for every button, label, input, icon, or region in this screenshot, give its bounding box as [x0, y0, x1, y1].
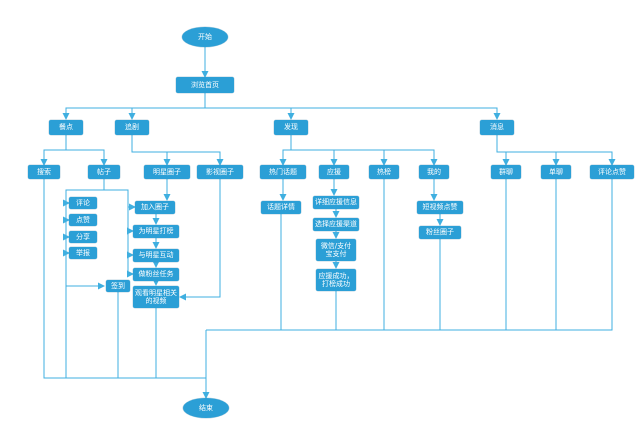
- node-posts: 帖子: [88, 165, 120, 179]
- node-group-chat: 群聊: [491, 165, 521, 179]
- node-comment: 评论: [69, 197, 97, 209]
- node-join-circle: 加入圈子: [135, 200, 175, 214]
- node-pay: 微信/支付宝支付: [316, 239, 356, 261]
- node-tab-zhuiju: 追剧: [115, 119, 149, 135]
- node-film-circle: 影视圈子: [197, 165, 243, 179]
- node-watch-video: 观看明星相关的视频: [133, 286, 179, 308]
- node-vote-star: 为明星打榜: [133, 224, 179, 238]
- connector-line: [279, 134, 292, 166]
- node-end: 结束: [183, 398, 229, 418]
- connector-line: [497, 151, 616, 166]
- node-start: 开始: [182, 27, 228, 47]
- node-single-chat: 单聊: [541, 165, 571, 179]
- node-search: 搜索: [28, 165, 60, 179]
- node-fan-circle: 粉丝圈子: [419, 225, 461, 239]
- node-star-circle: 明星圈子: [144, 165, 190, 179]
- node-support-info: 详细应援信息: [313, 195, 359, 209]
- node-hot-list: 热榜: [369, 165, 399, 179]
- connector-line: [291, 149, 438, 166]
- node-fan-task: 做粉丝任务: [133, 267, 179, 281]
- node-support-success: 应援成功，打榜成功: [316, 269, 356, 291]
- node-hot-topic: 热门话题: [260, 165, 306, 179]
- node-browse-home: 浏览首页: [176, 77, 234, 93]
- node-tab-candian: 餐点: [49, 119, 83, 135]
- connector-line: [43, 179, 206, 379]
- node-mine: 我的: [419, 165, 449, 179]
- connector-line: [205, 107, 501, 120]
- connector-line: [132, 151, 224, 166]
- connector-line: [40, 134, 67, 166]
- node-tab-faxian: 发现: [274, 119, 308, 135]
- node-share: 分享: [69, 231, 97, 243]
- node-interact-star: 与明星互动: [133, 248, 179, 262]
- connector-line: [206, 179, 613, 331]
- node-tab-xiaoxi: 消息: [480, 119, 514, 135]
- connector-line: [66, 149, 108, 166]
- node-short-video: 短视频点赞: [417, 200, 463, 214]
- connector-line: [179, 179, 221, 301]
- node-check-in: 签到: [106, 280, 130, 292]
- node-topic-detail: 话题详情: [261, 200, 301, 214]
- connector-line: [128, 107, 205, 120]
- node-comment-like: 评论点赞: [590, 165, 634, 179]
- node-report: 举报: [69, 247, 97, 259]
- node-like: 点赞: [69, 214, 97, 226]
- node-support-channel: 选择应援渠道: [313, 217, 359, 231]
- node-support: 应援: [319, 165, 349, 179]
